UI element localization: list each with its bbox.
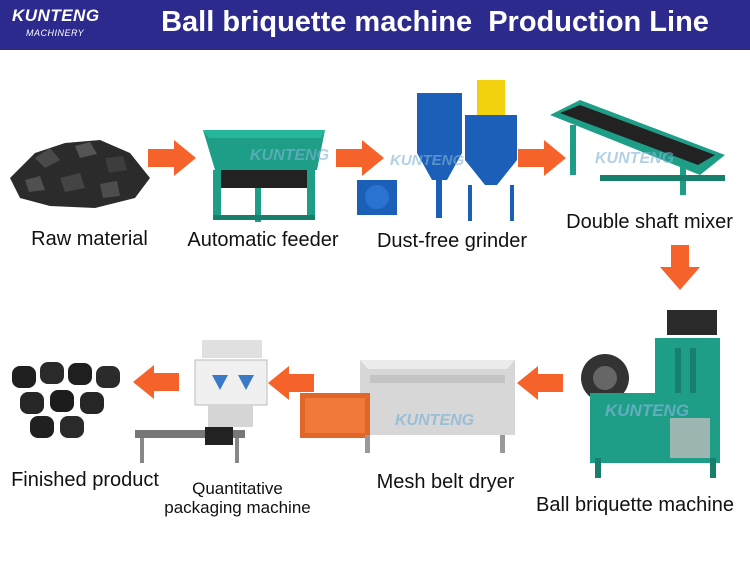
double-shaft-mixer-image: KUNTENG [550,100,725,195]
svg-text:KUNTENG: KUNTENG [250,147,329,164]
step-label-dust-free-grinder: Dust-free grinder [376,230,528,252]
step-label-automatic-feeder: Automatic feeder [187,229,339,251]
svg-text:KUNTENG: KUNTENG [390,152,464,169]
dust-free-grinder-image: KUNTENG [357,80,517,221]
packaging-label-line-1: Quantitative [192,479,283,498]
arrow-left-icon [133,365,179,399]
step-label-ball-briquette-machine: Ball briquette machine [536,494,734,516]
step-label-mesh-belt-dryer: Mesh belt dryer [376,471,515,493]
finished-product-image [12,362,120,438]
ball-briquette-machine-image: KUNTENG [581,310,720,478]
raw-material-image [10,140,150,208]
logo-name: KUNTENG [12,6,100,25]
automatic-feeder-image: KUNTENG [203,130,329,222]
step-label-packaging-machine: Quantitative packaging machine [155,479,320,519]
arrow-right-icon [518,140,566,176]
mesh-belt-dryer-image: KUNTENG [300,360,515,453]
packaging-label-line-2: packaging machine [164,498,311,517]
svg-text:KUNTENG: KUNTENG [395,412,474,429]
packaging-machine-image [135,340,268,463]
svg-text:KUNTENG: KUNTENG [595,150,674,167]
logo-subtitle: MACHINERY [26,28,85,38]
step-label-finished-product: Finished product [11,469,159,491]
arrow-left-icon [517,366,563,400]
step-label-double-shaft-mixer: Double shaft mixer [566,211,733,233]
arrow-right-icon [336,140,384,176]
header-banner: KUNTENG MACHINERY Ball briquette machine… [0,0,750,50]
arrow-down-icon [660,245,700,290]
arrow-left-icon [268,366,314,400]
arrow-right-icon [148,140,196,176]
step-label-raw-material: Raw material [31,228,148,250]
svg-text:KUNTENG: KUNTENG [605,401,689,420]
company-logo: KUNTENG MACHINERY [8,6,100,44]
page-title: Ball briquette machine Production Line [161,6,709,38]
